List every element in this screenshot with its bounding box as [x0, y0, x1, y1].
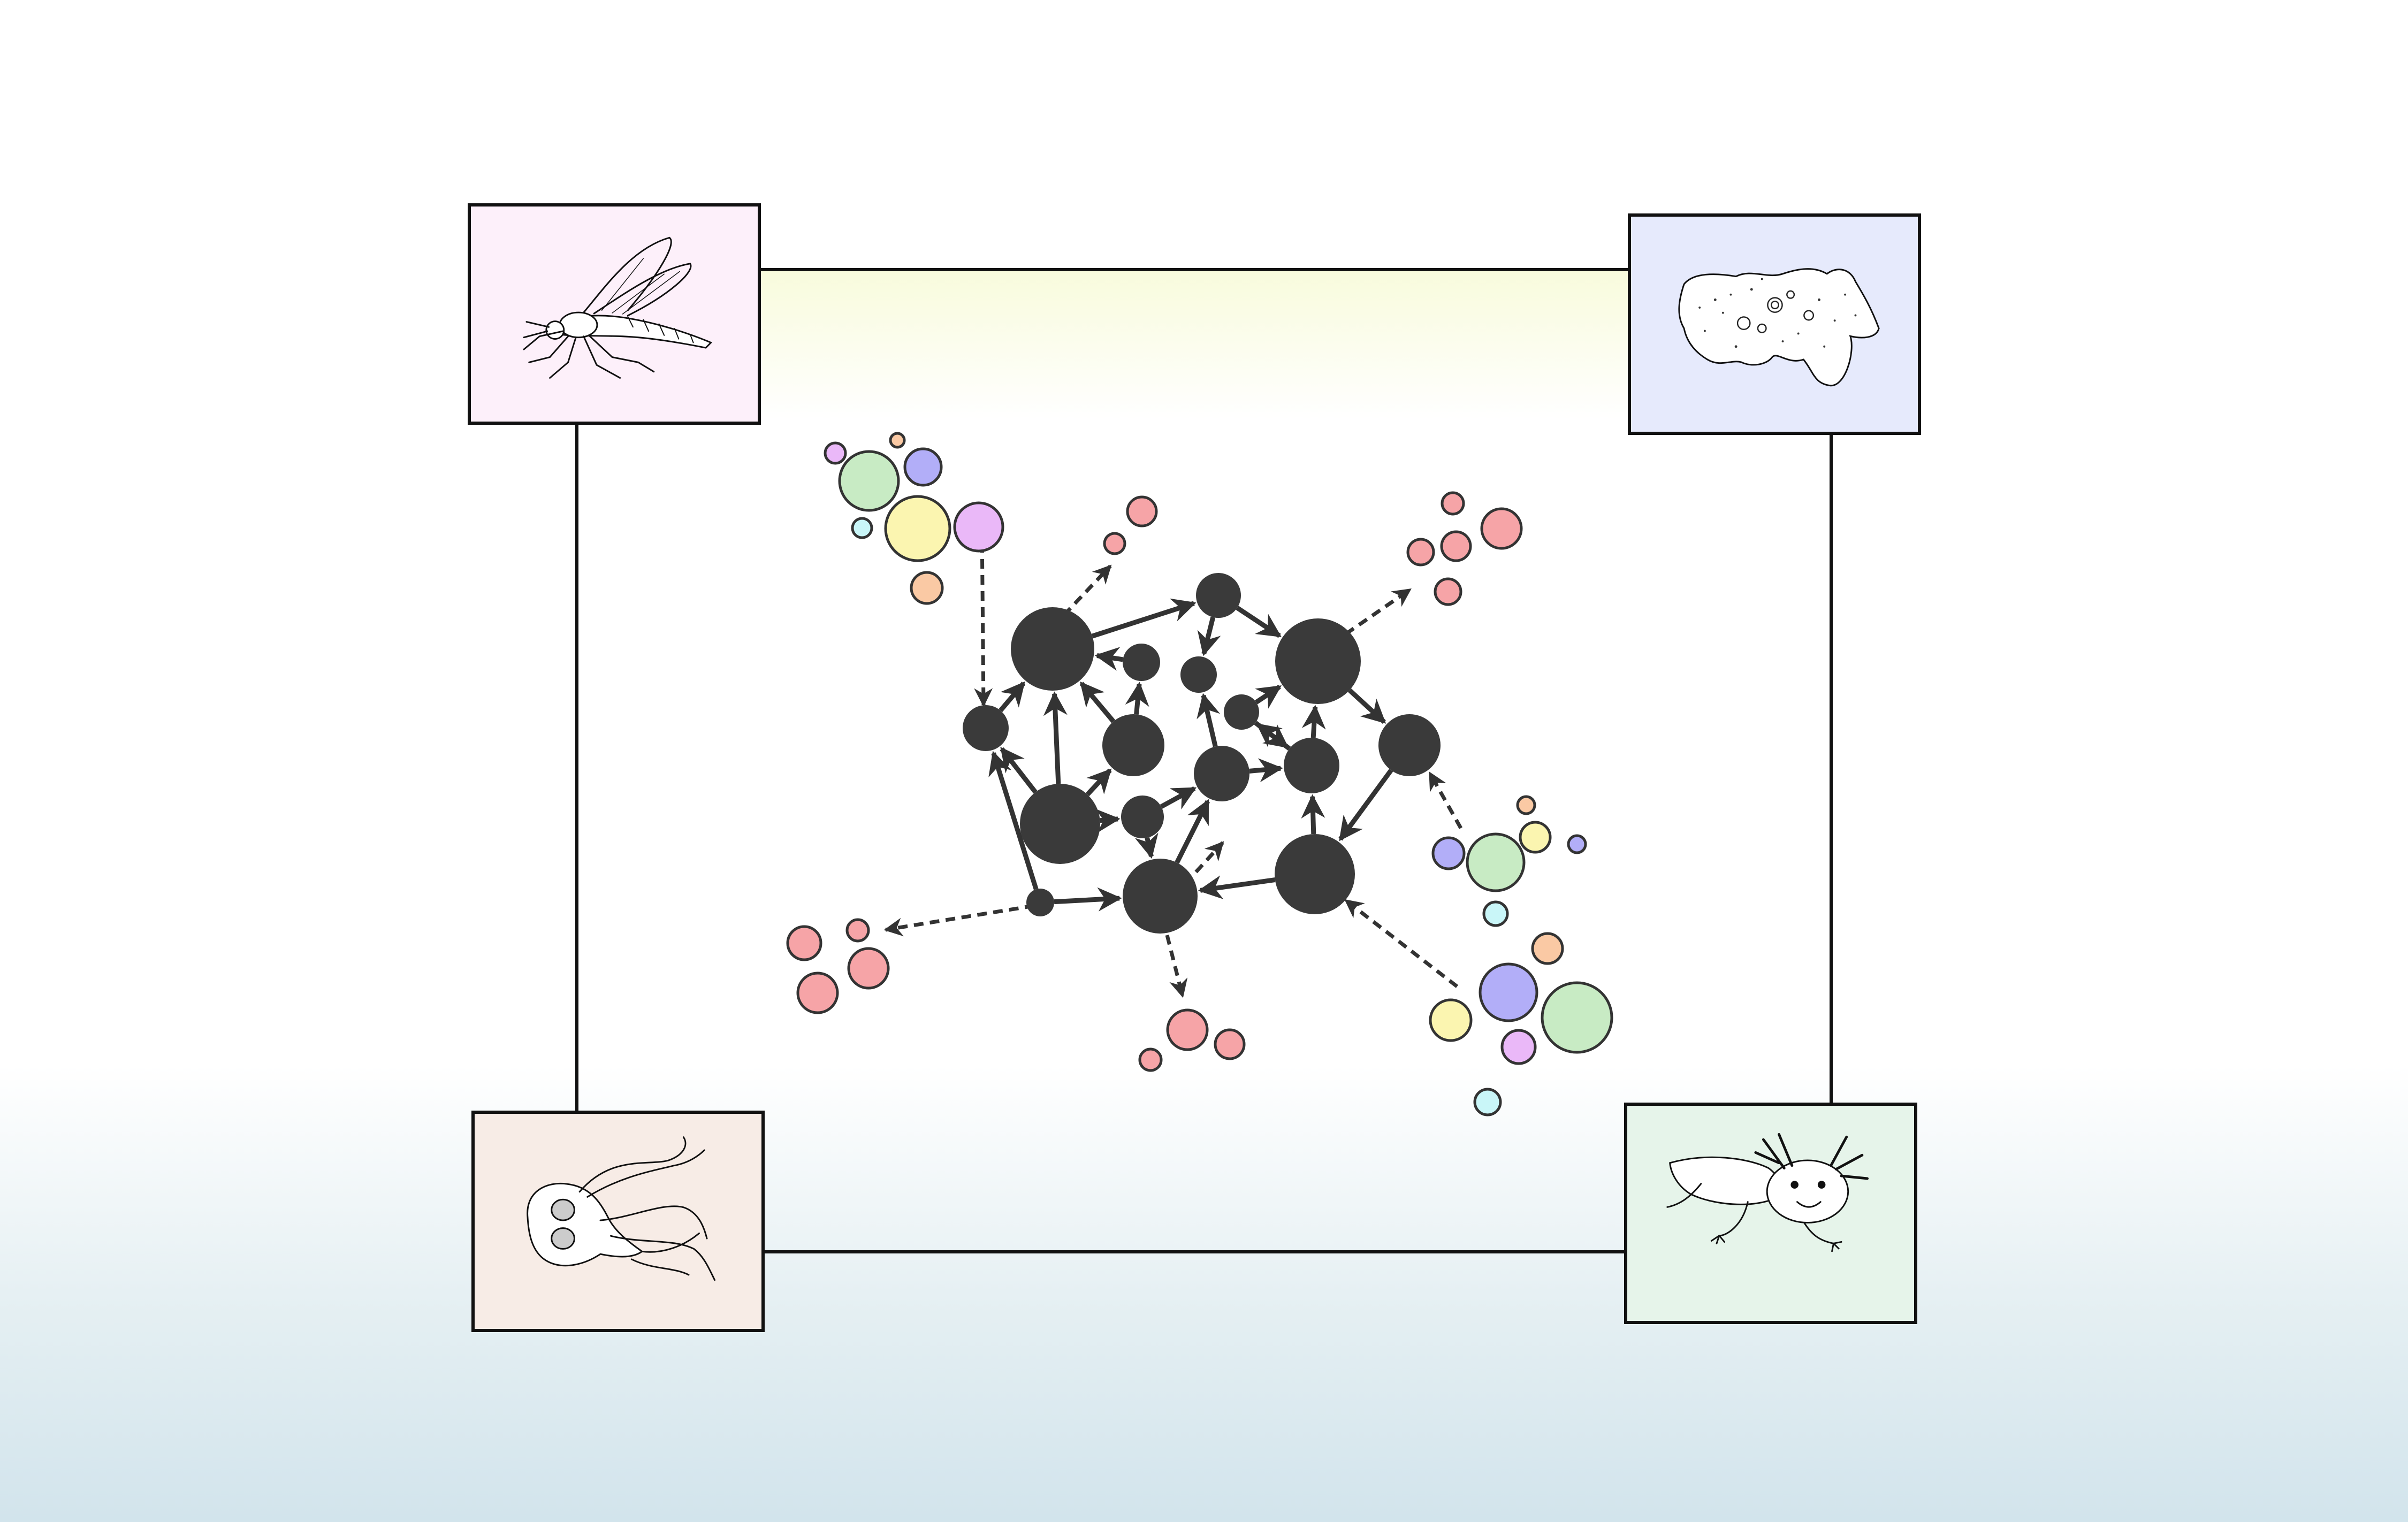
bubble-red-31 — [1166, 1008, 1209, 1051]
bubble-red-8 — [1126, 495, 1158, 527]
bubble-clusters — [786, 432, 1613, 1116]
dashed-arrow-7 — [1344, 899, 1459, 988]
edge-F-A — [1079, 681, 1116, 723]
dashed-arrow-6 — [1428, 771, 1463, 829]
bubble-pink-4 — [953, 501, 1004, 553]
bubble-green-23 — [1541, 981, 1613, 1054]
edge-C-F — [1085, 768, 1112, 797]
giardia-icon — [527, 1136, 716, 1281]
bubble-orange-15 — [1516, 795, 1536, 815]
bubble-green-3 — [838, 450, 900, 512]
network-node-L — [1180, 656, 1217, 693]
network-node-E — [1275, 834, 1355, 914]
bubble-yellow-16 — [1519, 821, 1552, 854]
network-node-C — [1020, 784, 1100, 864]
edge-N-G — [1160, 786, 1197, 810]
dashed-arrow-4 — [1165, 935, 1188, 998]
bubble-yellow-24 — [1429, 998, 1473, 1042]
network-node-G — [1194, 746, 1249, 801]
bubble-cyan-26 — [1473, 1088, 1502, 1116]
bubble-red-32 — [1214, 1028, 1246, 1060]
network-node-J — [963, 705, 1009, 751]
edge-E-H — [1301, 794, 1325, 835]
bubble-purple-18 — [1431, 836, 1466, 870]
edge-H-O — [1256, 723, 1291, 751]
network-node-D — [1123, 859, 1198, 934]
network-node-B — [1275, 618, 1361, 704]
bubble-purple-22 — [1479, 962, 1538, 1022]
panel-bottom-left — [471, 1111, 765, 1332]
network-node-K — [1123, 644, 1160, 681]
edge-F-K — [1125, 682, 1149, 715]
bubble-green-19 — [1466, 832, 1526, 892]
network-node-O — [1224, 694, 1259, 730]
bubble-red-13 — [1406, 538, 1435, 567]
bubble-red-30 — [796, 972, 839, 1014]
amoeba-icon — [1678, 268, 1880, 387]
bubble-pink-1 — [824, 441, 847, 465]
network-node-N — [1121, 796, 1164, 838]
edge-P-D — [1054, 887, 1122, 912]
edge-G-L — [1197, 693, 1221, 747]
bubble-cyan-20 — [1482, 900, 1509, 927]
bubble-red-33 — [1138, 1047, 1163, 1072]
edge-E-D — [1198, 875, 1276, 899]
bubble-red-29 — [847, 947, 890, 990]
bubble-red-27 — [786, 925, 822, 961]
axolotl-icon — [1666, 1133, 1869, 1252]
bubble-red-11 — [1480, 507, 1523, 550]
bubble-red-28 — [845, 918, 870, 943]
edge-J-A — [999, 681, 1026, 713]
panel-top-right — [1628, 213, 1921, 435]
bubble-red-10 — [1441, 491, 1465, 516]
edge-A-M — [1091, 598, 1197, 639]
mosquito-icon — [523, 236, 713, 379]
network-node-I — [1378, 714, 1441, 776]
edge-N-D — [1134, 832, 1159, 859]
dashed-arrow-0 — [974, 526, 993, 707]
network-edges — [883, 526, 1463, 998]
bubble-orange-0 — [889, 432, 906, 449]
edge-C-A — [1043, 691, 1068, 784]
edge-M-L — [1197, 616, 1221, 656]
bubble-orange-21 — [1531, 932, 1564, 965]
frame-band — [761, 270, 1628, 419]
bubble-purple-2 — [903, 447, 943, 487]
edge-G-H — [1249, 758, 1283, 783]
edge-K-A — [1094, 647, 1124, 671]
panel-bottom-right — [1624, 1103, 1917, 1324]
edge-D-G — [1175, 799, 1210, 864]
network-nodes — [963, 573, 1441, 934]
bubble-orange-7 — [910, 571, 944, 605]
outer-frame — [575, 268, 1833, 1253]
dashed-arrow-2 — [1345, 588, 1412, 636]
network-node-P — [1026, 889, 1054, 916]
dashed-arrow-1 — [1062, 564, 1112, 617]
bubble-yellow-5 — [884, 495, 951, 562]
network-node-A — [1011, 607, 1094, 691]
edge-P-J — [988, 751, 1039, 890]
bubble-red-9 — [1103, 532, 1126, 555]
edge-M-B — [1236, 606, 1282, 638]
panel-top-left — [468, 203, 761, 425]
bubble-red-12 — [1440, 530, 1472, 562]
dashed-arrow-5 — [1194, 841, 1224, 874]
dashed-arrow-3 — [883, 904, 1035, 937]
bubble-red-14 — [1434, 577, 1462, 606]
edge-O-B — [1254, 684, 1282, 709]
edge-C-J — [1000, 747, 1038, 794]
bubble-purple-17 — [1567, 834, 1587, 854]
edge-H-B — [1301, 705, 1326, 738]
network-node-H — [1284, 738, 1339, 793]
bubble-cyan-6 — [851, 517, 873, 539]
bubble-pink-25 — [1500, 1029, 1537, 1065]
network-node-F — [1102, 714, 1164, 776]
edge-I-E — [1338, 769, 1393, 842]
edge-C-N — [1095, 808, 1121, 833]
network-node-M — [1196, 573, 1241, 618]
edge-B-I — [1347, 688, 1386, 724]
